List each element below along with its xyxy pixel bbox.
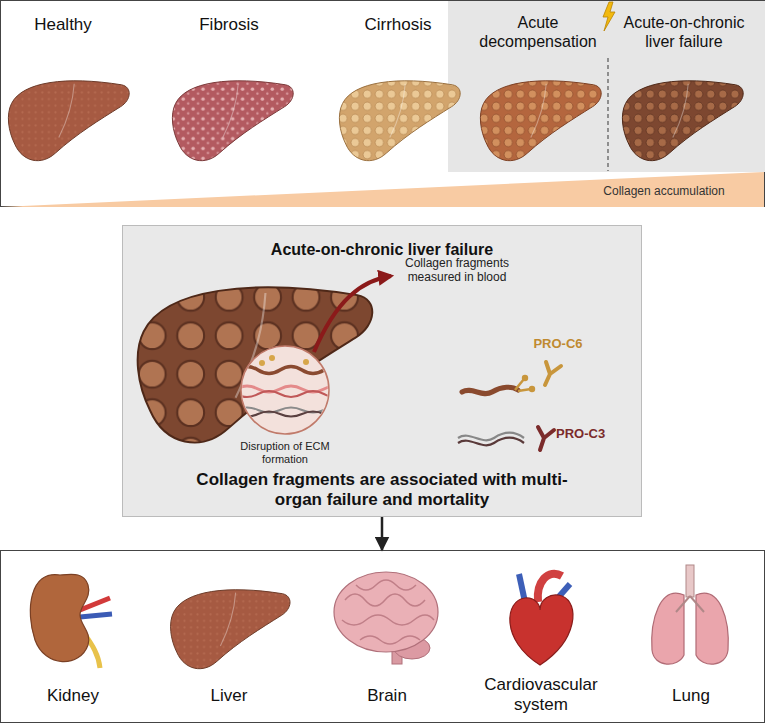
organ-label: Lung [631,686,751,706]
decompensation-liver [480,81,601,161]
liver-icon [171,590,290,669]
marker-label: PRO-C6 [528,336,588,352]
liver-stages [8,81,743,161]
collagen-wedge: Collagen accumulation [1,172,764,207]
pro-c3-fragment [458,427,554,450]
ecm-fibrils [236,355,346,417]
divider-line [607,58,608,171]
cirrhosis-liver [339,81,460,161]
annotation: Collagen fragments measured in blood [392,256,522,285]
flow-arrow [381,517,384,550]
marker-label: PRO-C3 [556,426,616,442]
fibrosis-liver [172,81,293,161]
kidney-icon [30,574,112,668]
stage-label: Acute decompensation [472,13,604,51]
organ-label: Kidney [13,686,133,706]
stage-label: Acute-on-chronic liver failure [613,13,755,51]
aclf-illustration [138,276,561,450]
stage-label: Fibrosis [179,15,279,35]
stage-label: Healthy [13,15,113,35]
lightning-bolt [603,2,615,31]
organ-label: Liver [169,686,289,706]
aclf-liver [622,81,743,161]
panel-title: Acute-on-chronic liver failure [123,240,641,259]
stage-label: Cirrhosis [348,15,448,35]
lung-icon [652,565,728,664]
annotation: Disruption of ECM formation [238,440,332,466]
panel-conclusion: Collagen fragments are associated with m… [181,470,583,511]
brain-icon [334,572,438,664]
axis-label: Collagen accumulation [589,184,739,198]
release-arrow [314,276,391,352]
organ-label: Brain [327,686,447,706]
pro-c6-fragment [462,362,561,394]
zoom-circle [241,346,329,434]
healthy-liver [8,81,129,161]
organ-label: Cardiovascular system [476,675,606,716]
heart-icon [510,574,573,665]
